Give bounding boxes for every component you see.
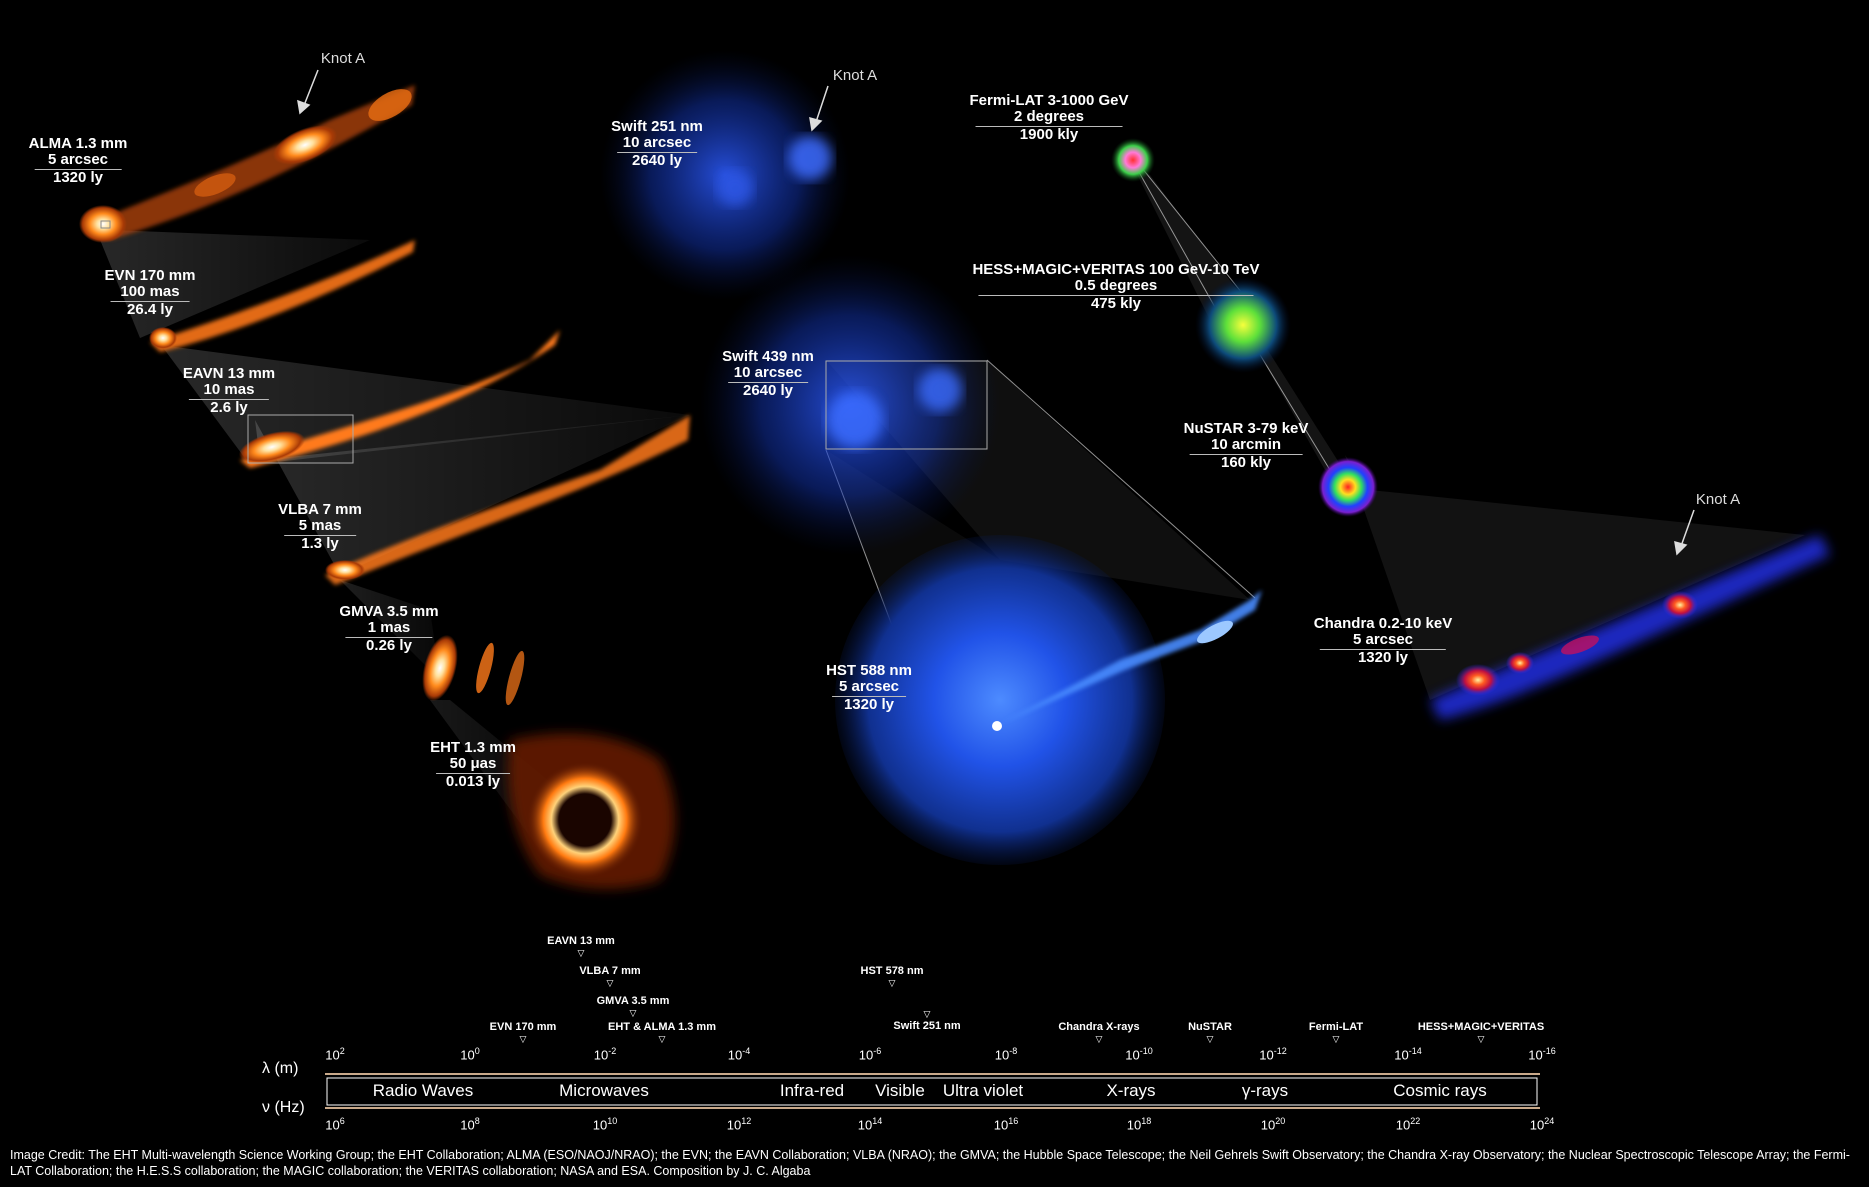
marker-nustar: NuSTAR▽: [1188, 1021, 1232, 1044]
marker-hess: HESS+MAGIC+VERITAS▽: [1417, 1021, 1545, 1044]
nu-tick: 108: [460, 1116, 480, 1133]
image-credit: Image Credit: The EHT Multi-wavelength S…: [10, 1148, 1850, 1178]
eht-black-hole-image: [508, 733, 675, 889]
band-label: X-rays: [1106, 1081, 1156, 1100]
knot-arrows: [297, 69, 1695, 556]
lambda-tick: 10-16: [1528, 1046, 1556, 1063]
knot-a-label-chandra: Knot A: [1695, 491, 1741, 508]
nu-tick: 1012: [726, 1116, 752, 1133]
swift-439-image: [700, 255, 1000, 555]
band-label: Microwaves: [559, 1081, 649, 1100]
marker-evn: EVN 170 mm▽: [489, 1021, 557, 1044]
lambda-tick: 10-4: [727, 1046, 751, 1063]
band-label: Cosmic rays: [1393, 1081, 1487, 1100]
lambda-tick: 102: [325, 1046, 345, 1063]
vlba-jet-image: [325, 415, 690, 585]
knot-a-label-swift: Knot A: [832, 67, 878, 84]
marker-fermi: Fermi-LAT▽: [1308, 1021, 1364, 1044]
lambda-tick: 10-10: [1125, 1046, 1153, 1063]
lambda-tick: 10-2: [593, 1046, 617, 1063]
eavn-jet-image: [238, 330, 560, 468]
band-label: Infra-red: [779, 1081, 845, 1100]
lambda-tick: 10-12: [1259, 1046, 1287, 1063]
nu-tick: 1018: [1126, 1116, 1152, 1133]
lambda-tick: 100: [460, 1046, 480, 1063]
marker-eht-alma: EHT & ALMA 1.3 mm▽: [608, 1021, 716, 1044]
lambda-tick: 10-8: [994, 1046, 1018, 1063]
frequency-axis-label: ν (Hz): [262, 1099, 305, 1116]
nu-tick: 1014: [857, 1116, 883, 1133]
evn-jet-image: [149, 240, 415, 352]
band-label: γ-rays: [1241, 1081, 1289, 1100]
nu-tick: 1010: [592, 1116, 618, 1133]
marker-gmva: GMVA 3.5 mm▽: [596, 995, 670, 1018]
knot-a-label-alma: Knot A: [320, 50, 366, 67]
spectrum-bar: [325, 1073, 1540, 1109]
wavelength-axis-label: λ (m): [262, 1060, 299, 1077]
hess-image: [1195, 277, 1291, 373]
nustar-image: [1318, 457, 1378, 517]
gmva-jet-image: [422, 634, 525, 706]
marker-swift: ▽Swift 251 nm: [893, 1009, 961, 1032]
fermi-image: [1111, 138, 1155, 182]
band-label: Visible: [875, 1081, 925, 1100]
marker-hst: HST 578 nm▽: [860, 965, 924, 988]
alma-jet-image: [79, 85, 415, 243]
nu-tick: 1020: [1260, 1116, 1286, 1133]
band-label: Radio Waves: [372, 1081, 474, 1100]
nu-tick: 1024: [1529, 1116, 1555, 1133]
nu-tick: 1022: [1395, 1116, 1421, 1133]
chandra-image: [1430, 535, 1830, 720]
nu-tick: 1016: [993, 1116, 1019, 1133]
marker-eavn: EAVN 13 mm▽: [547, 935, 615, 958]
band-label: Ultra violet: [942, 1081, 1024, 1100]
hst-image: [835, 535, 1262, 865]
swift-251-image: [600, 50, 850, 300]
marker-chandra: Chandra X-rays▽: [1058, 1021, 1140, 1044]
lambda-tick: 10-6: [858, 1046, 882, 1063]
lambda-tick: 10-14: [1394, 1046, 1422, 1063]
marker-vlba: VLBA 7 mm▽: [579, 965, 641, 988]
nu-tick: 106: [325, 1116, 345, 1133]
